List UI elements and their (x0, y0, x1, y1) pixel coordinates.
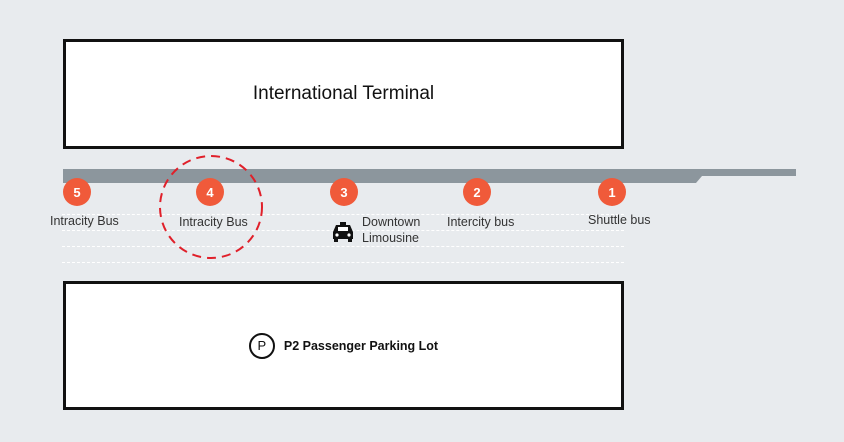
stop-1-label: Shuttle bus (588, 213, 651, 227)
stop-4-label: Intracity Bus (179, 215, 248, 229)
stop-number-badge: 3 (330, 178, 358, 206)
lane-marking (62, 246, 624, 247)
stop-3-label: Downtown Limousine (362, 214, 420, 246)
highlight-ring (159, 155, 263, 259)
stop-number-badge: 5 (63, 178, 91, 206)
stop-number-badge: 2 (463, 178, 491, 206)
stop-3-label-line2: Limousine (362, 231, 419, 245)
parking-icon: P (248, 332, 275, 359)
parking-label-group: P P2 Passenger Parking Lot (248, 332, 439, 359)
lane-marking (62, 214, 624, 215)
parking-label: P2 Passenger Parking Lot (283, 338, 439, 353)
stop-2-label: Intercity bus (447, 215, 515, 229)
stop-number-badge: 1 (598, 178, 626, 206)
stop-number-badge: 4 (196, 178, 224, 206)
p2-parking-lot: P P2 Passenger Parking Lot (63, 281, 624, 410)
terminal-title: International Terminal (252, 83, 435, 104)
international-terminal-building: International Terminal (63, 39, 624, 149)
stop-5-label: Intracity Bus (50, 214, 119, 228)
taxi-icon (333, 222, 353, 242)
lane-marking (62, 262, 624, 263)
stop-3-label-line1: Downtown (362, 215, 421, 229)
